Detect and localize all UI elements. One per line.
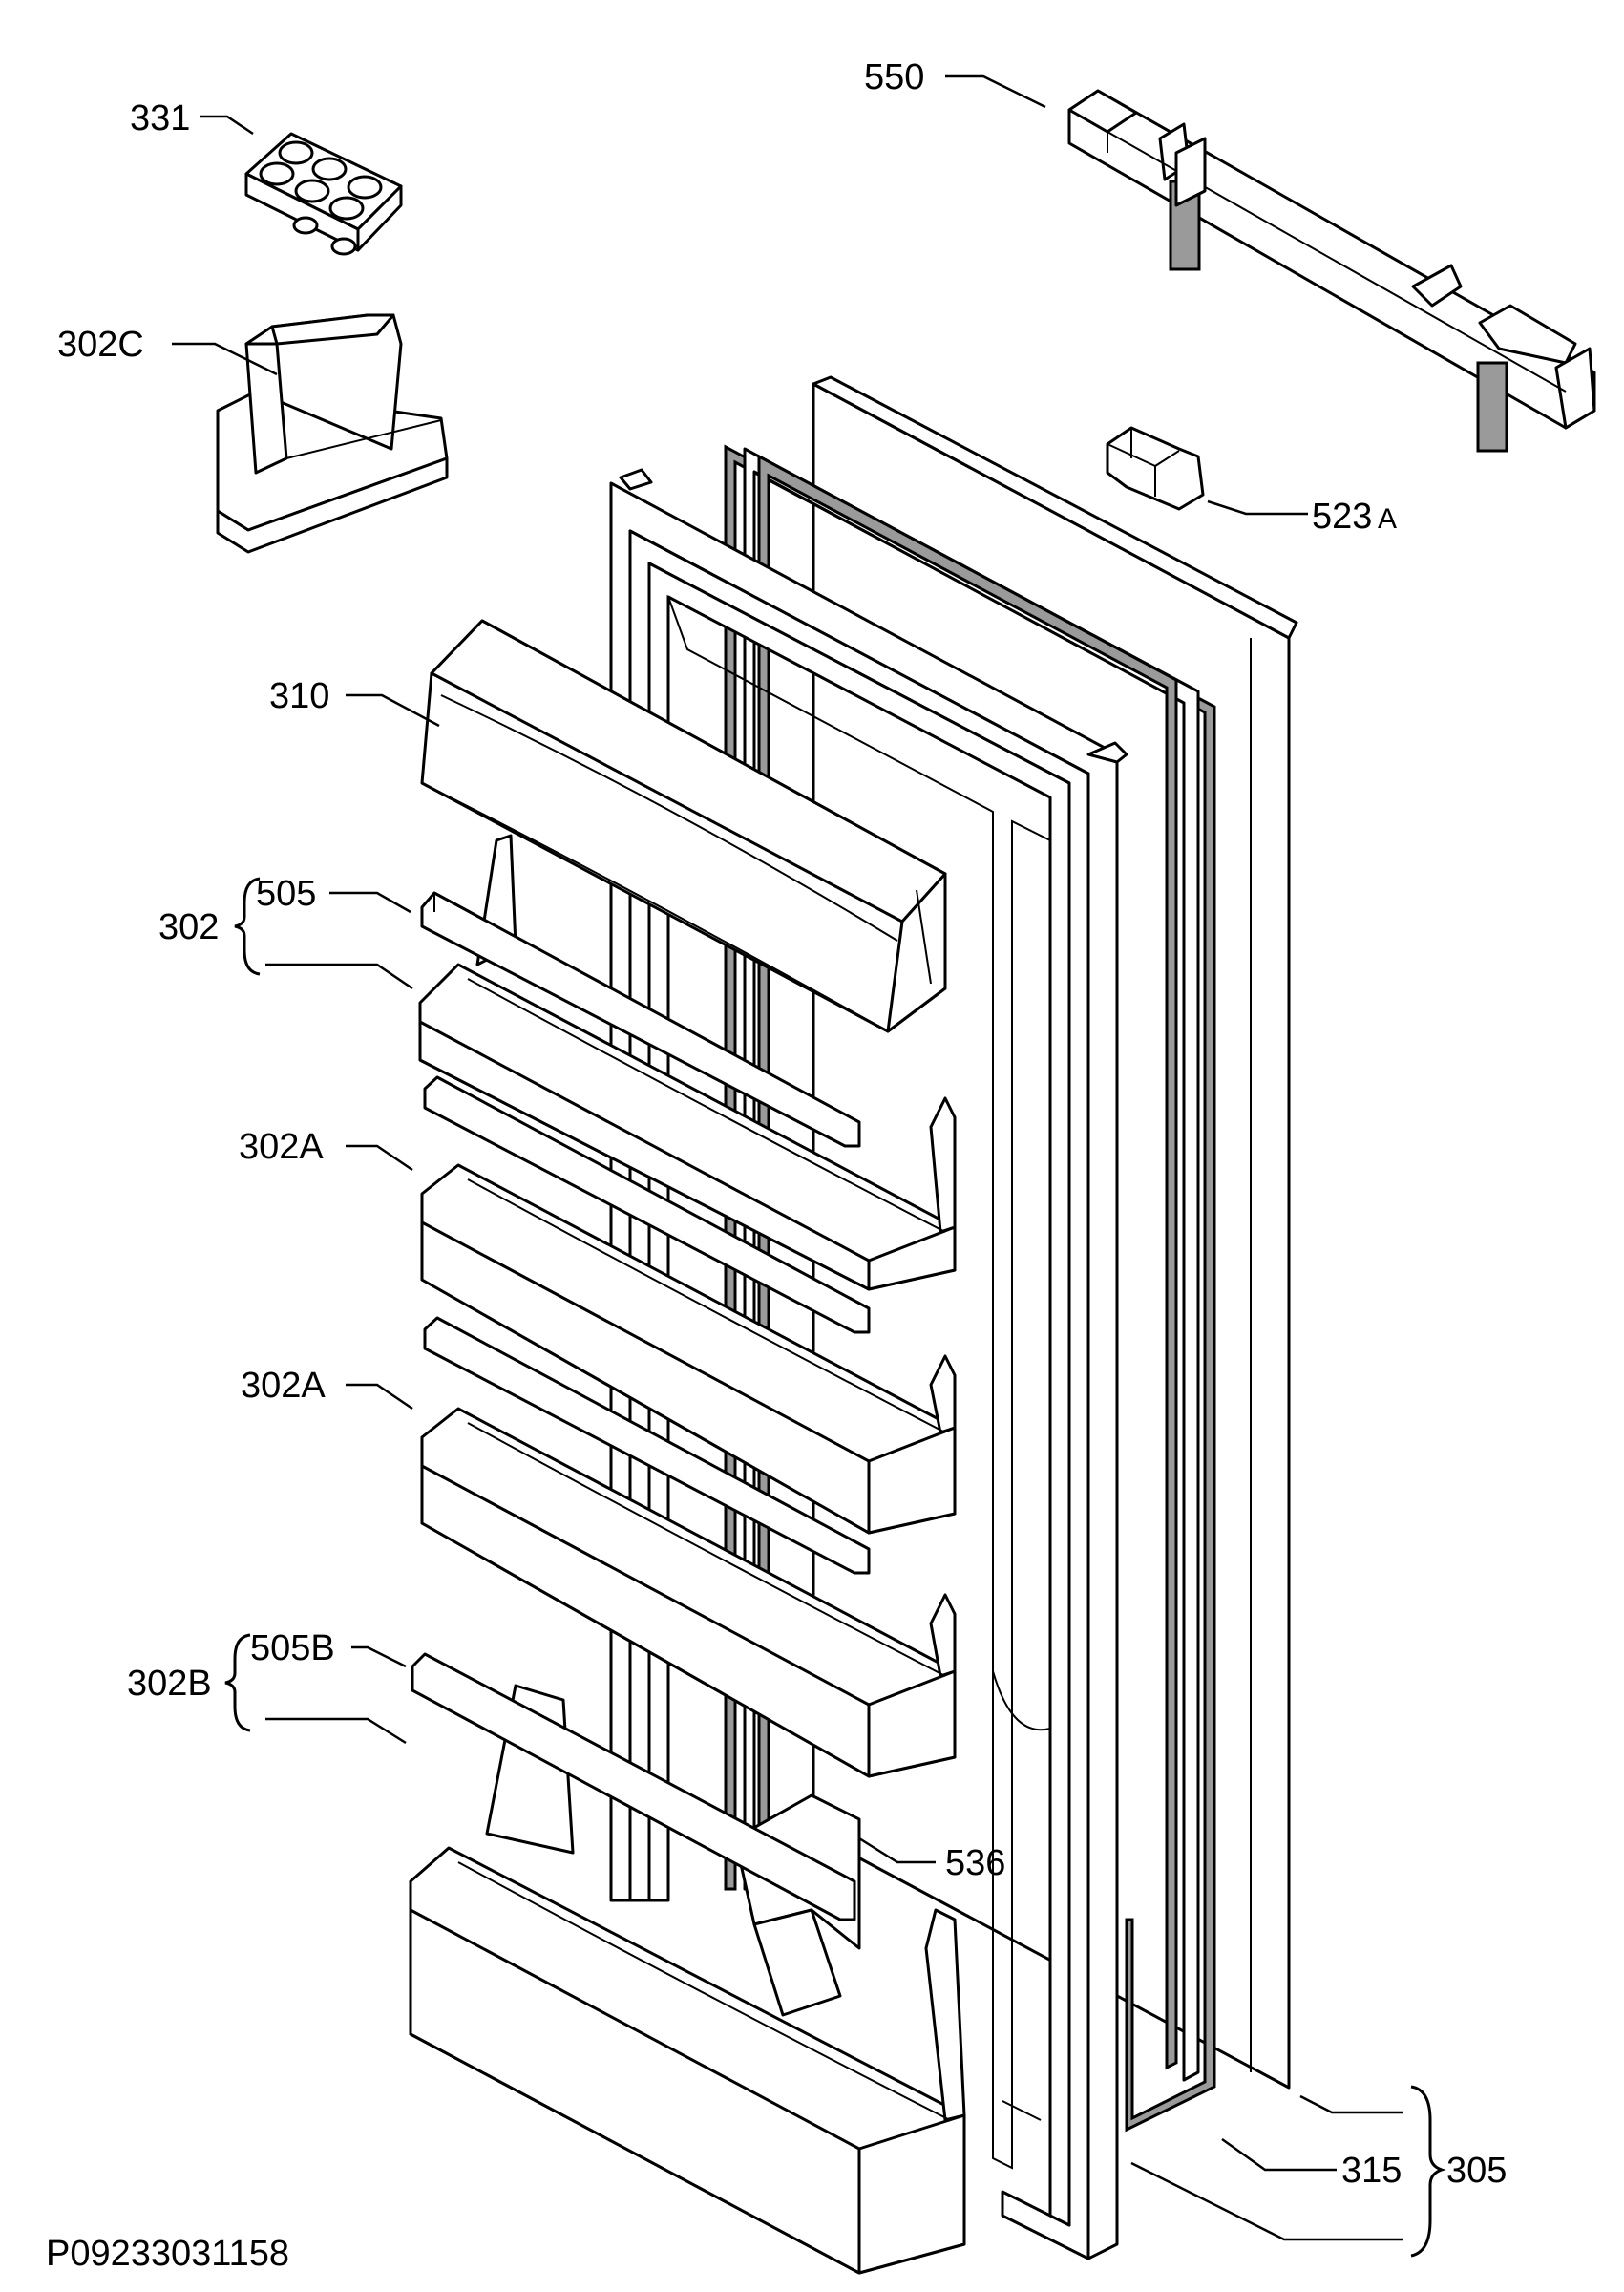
drawing-number: P09233031158: [46, 2234, 289, 2274]
label-523-suffix: A: [1378, 503, 1397, 535]
dairy-compartment: [420, 619, 947, 1033]
label-536: 536: [945, 1843, 1005, 1883]
shelf-bar-505: [420, 891, 861, 1148]
leader-315: [1221, 2137, 1337, 2172]
leader-302a-2: [346, 1383, 413, 1411]
label-550: 550: [864, 57, 924, 97]
door-inner-liner: [609, 468, 1128, 2260]
leader-331: [200, 115, 254, 136]
brace-302b: [224, 1633, 251, 1732]
label-523: 523: [1312, 497, 1372, 537]
shelf-bar-505b: [411, 1652, 856, 1921]
leader-523a: [1207, 499, 1308, 516]
label-505: 505: [256, 874, 316, 914]
label-302: 302: [158, 907, 219, 947]
door-shelf-middle-1: [420, 1163, 957, 1535]
door-shelf-middle-2: [420, 1407, 957, 1778]
shelf-bar-302a-1: [423, 1075, 871, 1334]
leader-305-outer: [1299, 2094, 1403, 2114]
leader-305-liner: [1130, 2161, 1403, 2241]
butter-dish: [216, 313, 449, 554]
label-315: 315: [1341, 2151, 1402, 2191]
leader-505: [329, 891, 411, 914]
label-505b: 505B: [250, 1628, 335, 1668]
hinge-cover-bar: [1067, 89, 1596, 453]
label-305: 305: [1446, 2151, 1507, 2191]
label-302a-2: 302A: [241, 1366, 326, 1406]
label-331: 331: [130, 98, 190, 138]
leader-302c: [172, 342, 278, 376]
leader-302b-bin: [265, 1717, 407, 1745]
leader-302a-1: [346, 1144, 413, 1172]
brace-302: [234, 877, 261, 976]
door-shelf-top: [418, 834, 957, 1291]
hinge-block: [1106, 426, 1205, 511]
leader-310: [346, 693, 440, 728]
leader-536: [858, 1836, 936, 1864]
leader-302-bin: [265, 963, 413, 990]
label-302a-1: 302A: [239, 1127, 324, 1167]
leader-505b: [351, 1645, 407, 1668]
brace-305: [1410, 2085, 1446, 2258]
label-302b: 302B: [127, 1664, 212, 1704]
label-310: 310: [269, 676, 329, 716]
label-302c: 302C: [57, 325, 144, 365]
leader-550: [945, 74, 1046, 109]
egg-tray: [244, 132, 403, 256]
shelf-bar-302a-2: [423, 1316, 871, 1575]
